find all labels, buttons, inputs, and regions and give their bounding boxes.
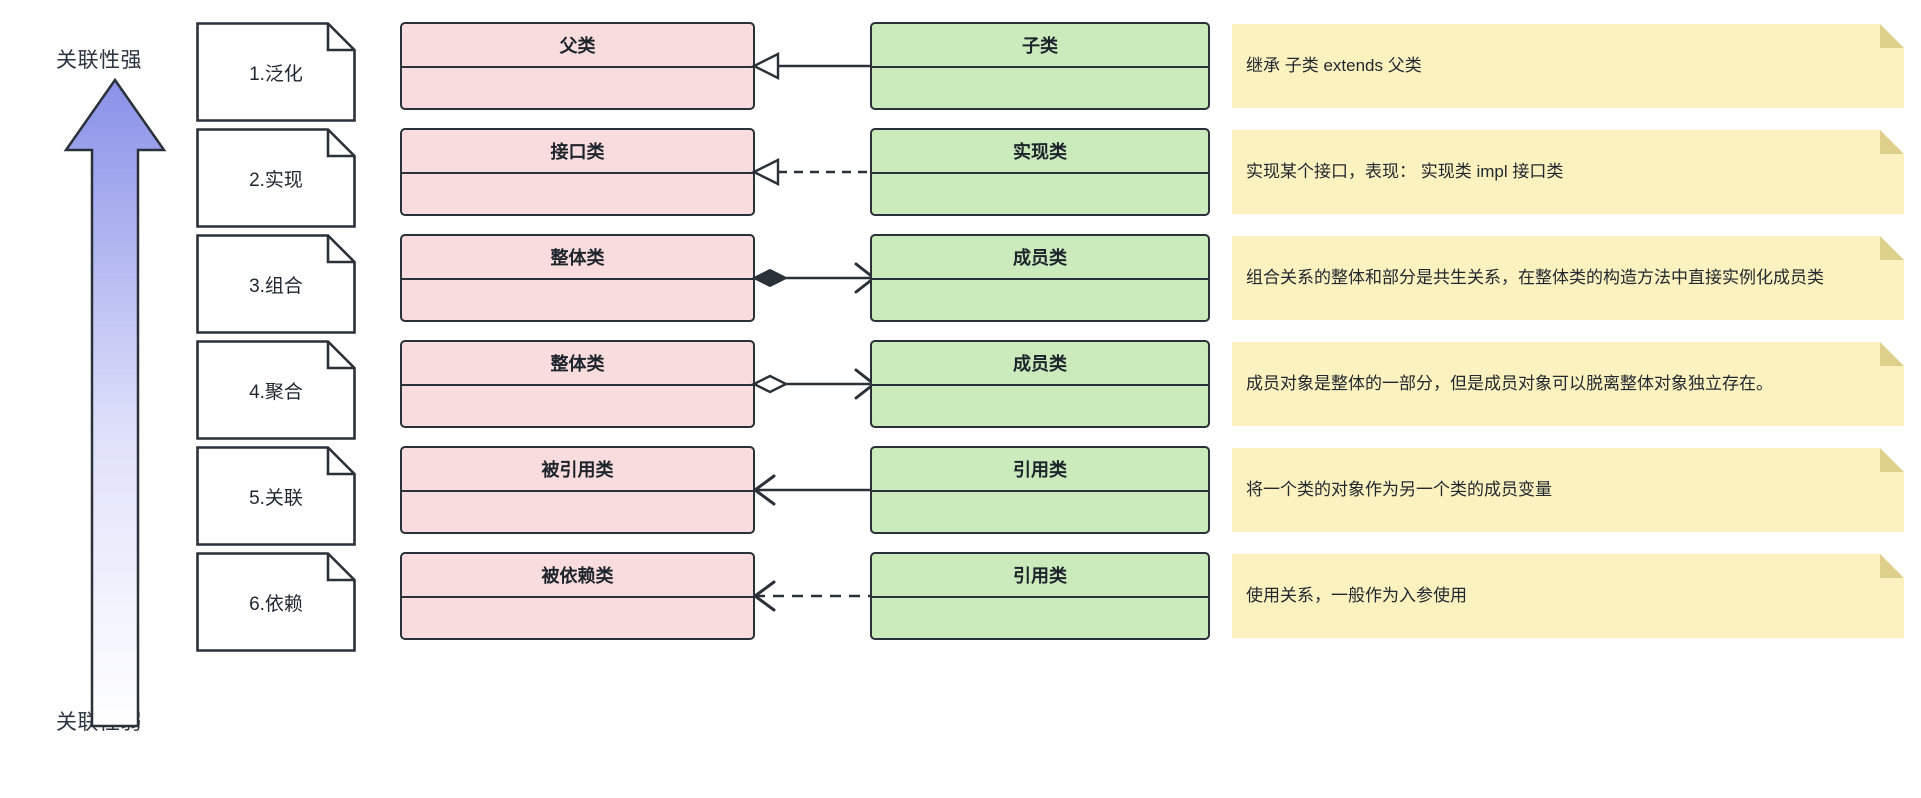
relationship-row: 3.组合整体类成员类组合关系的整体和部分是共生关系，在整体类的构造方法中直接实例… <box>0 234 1921 344</box>
class-box-left[interactable]: 被引用类 <box>400 446 755 534</box>
class-box-right[interactable]: 引用类 <box>870 552 1210 640</box>
relationship-connector-dependency <box>752 552 878 640</box>
class-box-right-title: 引用类 <box>872 448 1208 492</box>
relation-name-note[interactable] <box>196 128 356 228</box>
class-box-left[interactable]: 父类 <box>400 22 755 110</box>
class-box-right-members <box>872 386 1208 426</box>
axis-label-strong: 关联性强 <box>56 49 142 72</box>
class-box-right-members <box>872 68 1208 108</box>
description-note[interactable]: 成员对象是整体的一部分，但是成员对象可以脱离整体对象独立存在。 <box>1232 342 1904 426</box>
class-box-left-title: 被引用类 <box>402 448 753 492</box>
relationship-row: 6.依赖被依赖类引用类使用关系，一般作为入参使用 <box>0 552 1921 662</box>
relationship-row: 1.泛化父类子类继承 子类 extends 父类 <box>0 22 1921 132</box>
class-box-right-members <box>872 492 1208 532</box>
class-box-right[interactable]: 引用类 <box>870 446 1210 534</box>
relation-name-note[interactable] <box>196 22 356 122</box>
description-note-text: 将一个类的对象作为另一个类的成员变量 <box>1246 480 1552 499</box>
relationship-connector-aggregation <box>751 340 878 428</box>
class-box-right-members <box>872 174 1208 214</box>
description-note-text: 组合关系的整体和部分是共生关系，在整体类的构造方法中直接实例化成员类 <box>1246 268 1824 287</box>
class-box-right-members <box>872 280 1208 320</box>
class-box-left-title: 被依赖类 <box>402 554 753 598</box>
class-box-right[interactable]: 实现类 <box>870 128 1210 216</box>
description-note[interactable]: 将一个类的对象作为另一个类的成员变量 <box>1232 448 1904 532</box>
class-box-right[interactable]: 子类 <box>870 22 1210 110</box>
description-note[interactable]: 实现某个接口，表现： 实现类 impl 接口类 <box>1232 130 1904 214</box>
relation-name-note[interactable] <box>196 340 356 440</box>
class-box-left[interactable]: 接口类 <box>400 128 755 216</box>
relation-name-note[interactable] <box>196 446 356 546</box>
relationship-connector-realization <box>751 128 878 216</box>
relationship-row: 5.关联被引用类引用类将一个类的对象作为另一个类的成员变量 <box>0 446 1921 556</box>
description-note-text: 继承 子类 extends 父类 <box>1246 56 1422 75</box>
class-box-left[interactable]: 整体类 <box>400 340 755 428</box>
description-note-text: 实现某个接口，表现： 实现类 impl 接口类 <box>1246 162 1564 181</box>
description-note-text: 使用关系，一般作为入参使用 <box>1246 586 1467 605</box>
class-box-left-members <box>402 68 753 108</box>
relation-name-note[interactable] <box>196 552 356 652</box>
class-box-right-title: 引用类 <box>872 554 1208 598</box>
class-box-right-title: 子类 <box>872 24 1208 68</box>
description-note-text: 成员对象是整体的一部分，但是成员对象可以脱离整体对象独立存在。 <box>1246 374 1773 393</box>
class-box-left[interactable]: 整体类 <box>400 234 755 322</box>
description-note[interactable]: 使用关系，一般作为入参使用 <box>1232 554 1904 638</box>
class-box-right[interactable]: 成员类 <box>870 234 1210 322</box>
class-box-left-members <box>402 386 753 426</box>
class-box-right-title: 成员类 <box>872 342 1208 386</box>
description-note[interactable]: 组合关系的整体和部分是共生关系，在整体类的构造方法中直接实例化成员类 <box>1232 236 1904 320</box>
strength-gradient-arrow <box>60 77 170 728</box>
class-box-left-title: 父类 <box>402 24 753 68</box>
class-box-right-title: 实现类 <box>872 130 1208 174</box>
class-box-right-title: 成员类 <box>872 236 1208 280</box>
relation-name-note[interactable] <box>196 234 356 334</box>
class-box-right-members <box>872 598 1208 638</box>
class-box-left-title: 接口类 <box>402 130 753 174</box>
class-box-left-title: 整体类 <box>402 236 753 280</box>
class-box-left-members <box>402 598 753 638</box>
relationship-connector-composition <box>751 234 878 322</box>
relationship-row: 4.聚合整体类成员类成员对象是整体的一部分，但是成员对象可以脱离整体对象独立存在… <box>0 340 1921 450</box>
class-box-right[interactable]: 成员类 <box>870 340 1210 428</box>
description-note[interactable]: 继承 子类 extends 父类 <box>1232 24 1904 108</box>
class-box-left-members <box>402 280 753 320</box>
class-box-left-title: 整体类 <box>402 342 753 386</box>
class-box-left-members <box>402 492 753 532</box>
relationship-connector-association <box>752 446 878 534</box>
relationship-connector-generalization <box>751 22 878 110</box>
class-box-left[interactable]: 被依赖类 <box>400 552 755 640</box>
relationship-row: 2.实现接口类实现类实现某个接口，表现： 实现类 impl 接口类 <box>0 128 1921 238</box>
class-box-left-members <box>402 174 753 214</box>
